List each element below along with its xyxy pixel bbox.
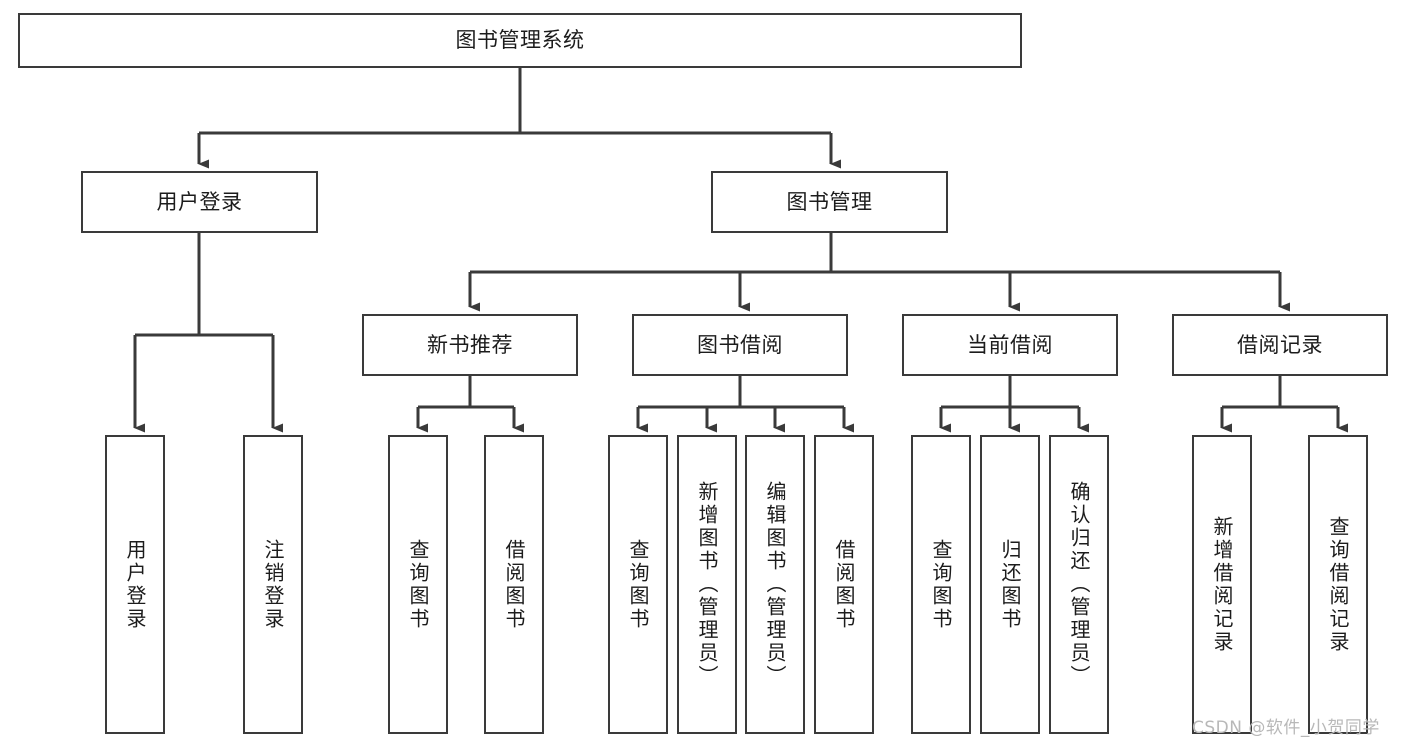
node-book-borrow[interactable]: 图书借阅 xyxy=(632,314,848,376)
node-label: 用户登录 xyxy=(156,189,243,214)
node-label: 编辑图书（管理员） xyxy=(763,481,787,688)
node-label: 查询借阅记录 xyxy=(1326,515,1350,654)
leaf-book-borrow-borrow[interactable]: 借阅图书 xyxy=(814,435,874,734)
node-label: 借阅图书 xyxy=(502,538,526,631)
node-label: 图书管理 xyxy=(786,189,873,214)
leaf-book-borrow-edit[interactable]: 编辑图书（管理员） xyxy=(745,435,805,734)
leaf-current-borrow-confirm-return[interactable]: 确认归还（管理员） xyxy=(1049,435,1109,734)
node-label: 注销登录 xyxy=(261,538,285,631)
leaf-user-login-login[interactable]: 用户登录 xyxy=(105,435,165,734)
node-label: 借阅记录 xyxy=(1237,332,1323,357)
node-label: 图书借阅 xyxy=(697,332,783,357)
node-label: 查询图书 xyxy=(929,538,953,631)
node-current-borrow[interactable]: 当前借阅 xyxy=(902,314,1118,376)
node-label: 新增图书（管理员） xyxy=(695,481,719,688)
node-label: 查询图书 xyxy=(406,538,430,631)
node-label: 当前借阅 xyxy=(967,332,1053,357)
csdn-watermark: CSDN @软件_小贺同学 xyxy=(1192,718,1380,738)
leaf-new-book-borrow[interactable]: 借阅图书 xyxy=(484,435,544,734)
leaf-borrow-record-add[interactable]: 新增借阅记录 xyxy=(1192,435,1252,734)
leaf-book-borrow-add[interactable]: 新增图书（管理员） xyxy=(677,435,737,734)
leaf-new-book-query[interactable]: 查询图书 xyxy=(388,435,448,734)
node-label: 新增借阅记录 xyxy=(1210,515,1234,654)
node-borrow-record[interactable]: 借阅记录 xyxy=(1172,314,1388,376)
node-label: 图书管理系统 xyxy=(455,28,585,53)
node-label: 查询图书 xyxy=(626,538,650,631)
node-label: 借阅图书 xyxy=(832,538,856,631)
node-root-book-management-system[interactable]: 图书管理系统 xyxy=(18,13,1022,68)
leaf-current-borrow-return[interactable]: 归还图书 xyxy=(980,435,1040,734)
node-label: 归还图书 xyxy=(998,538,1022,631)
leaf-user-login-logout[interactable]: 注销登录 xyxy=(243,435,303,734)
leaf-current-borrow-query[interactable]: 查询图书 xyxy=(911,435,971,734)
node-user-login[interactable]: 用户登录 xyxy=(81,171,318,233)
leaf-book-borrow-query[interactable]: 查询图书 xyxy=(608,435,668,734)
node-label: 用户登录 xyxy=(123,538,147,631)
node-label: 确认归还（管理员） xyxy=(1067,481,1091,688)
node-new-book-recommend[interactable]: 新书推荐 xyxy=(362,314,578,376)
node-book-management[interactable]: 图书管理 xyxy=(711,171,948,233)
node-label: 新书推荐 xyxy=(427,332,513,357)
leaf-borrow-record-query[interactable]: 查询借阅记录 xyxy=(1308,435,1368,734)
